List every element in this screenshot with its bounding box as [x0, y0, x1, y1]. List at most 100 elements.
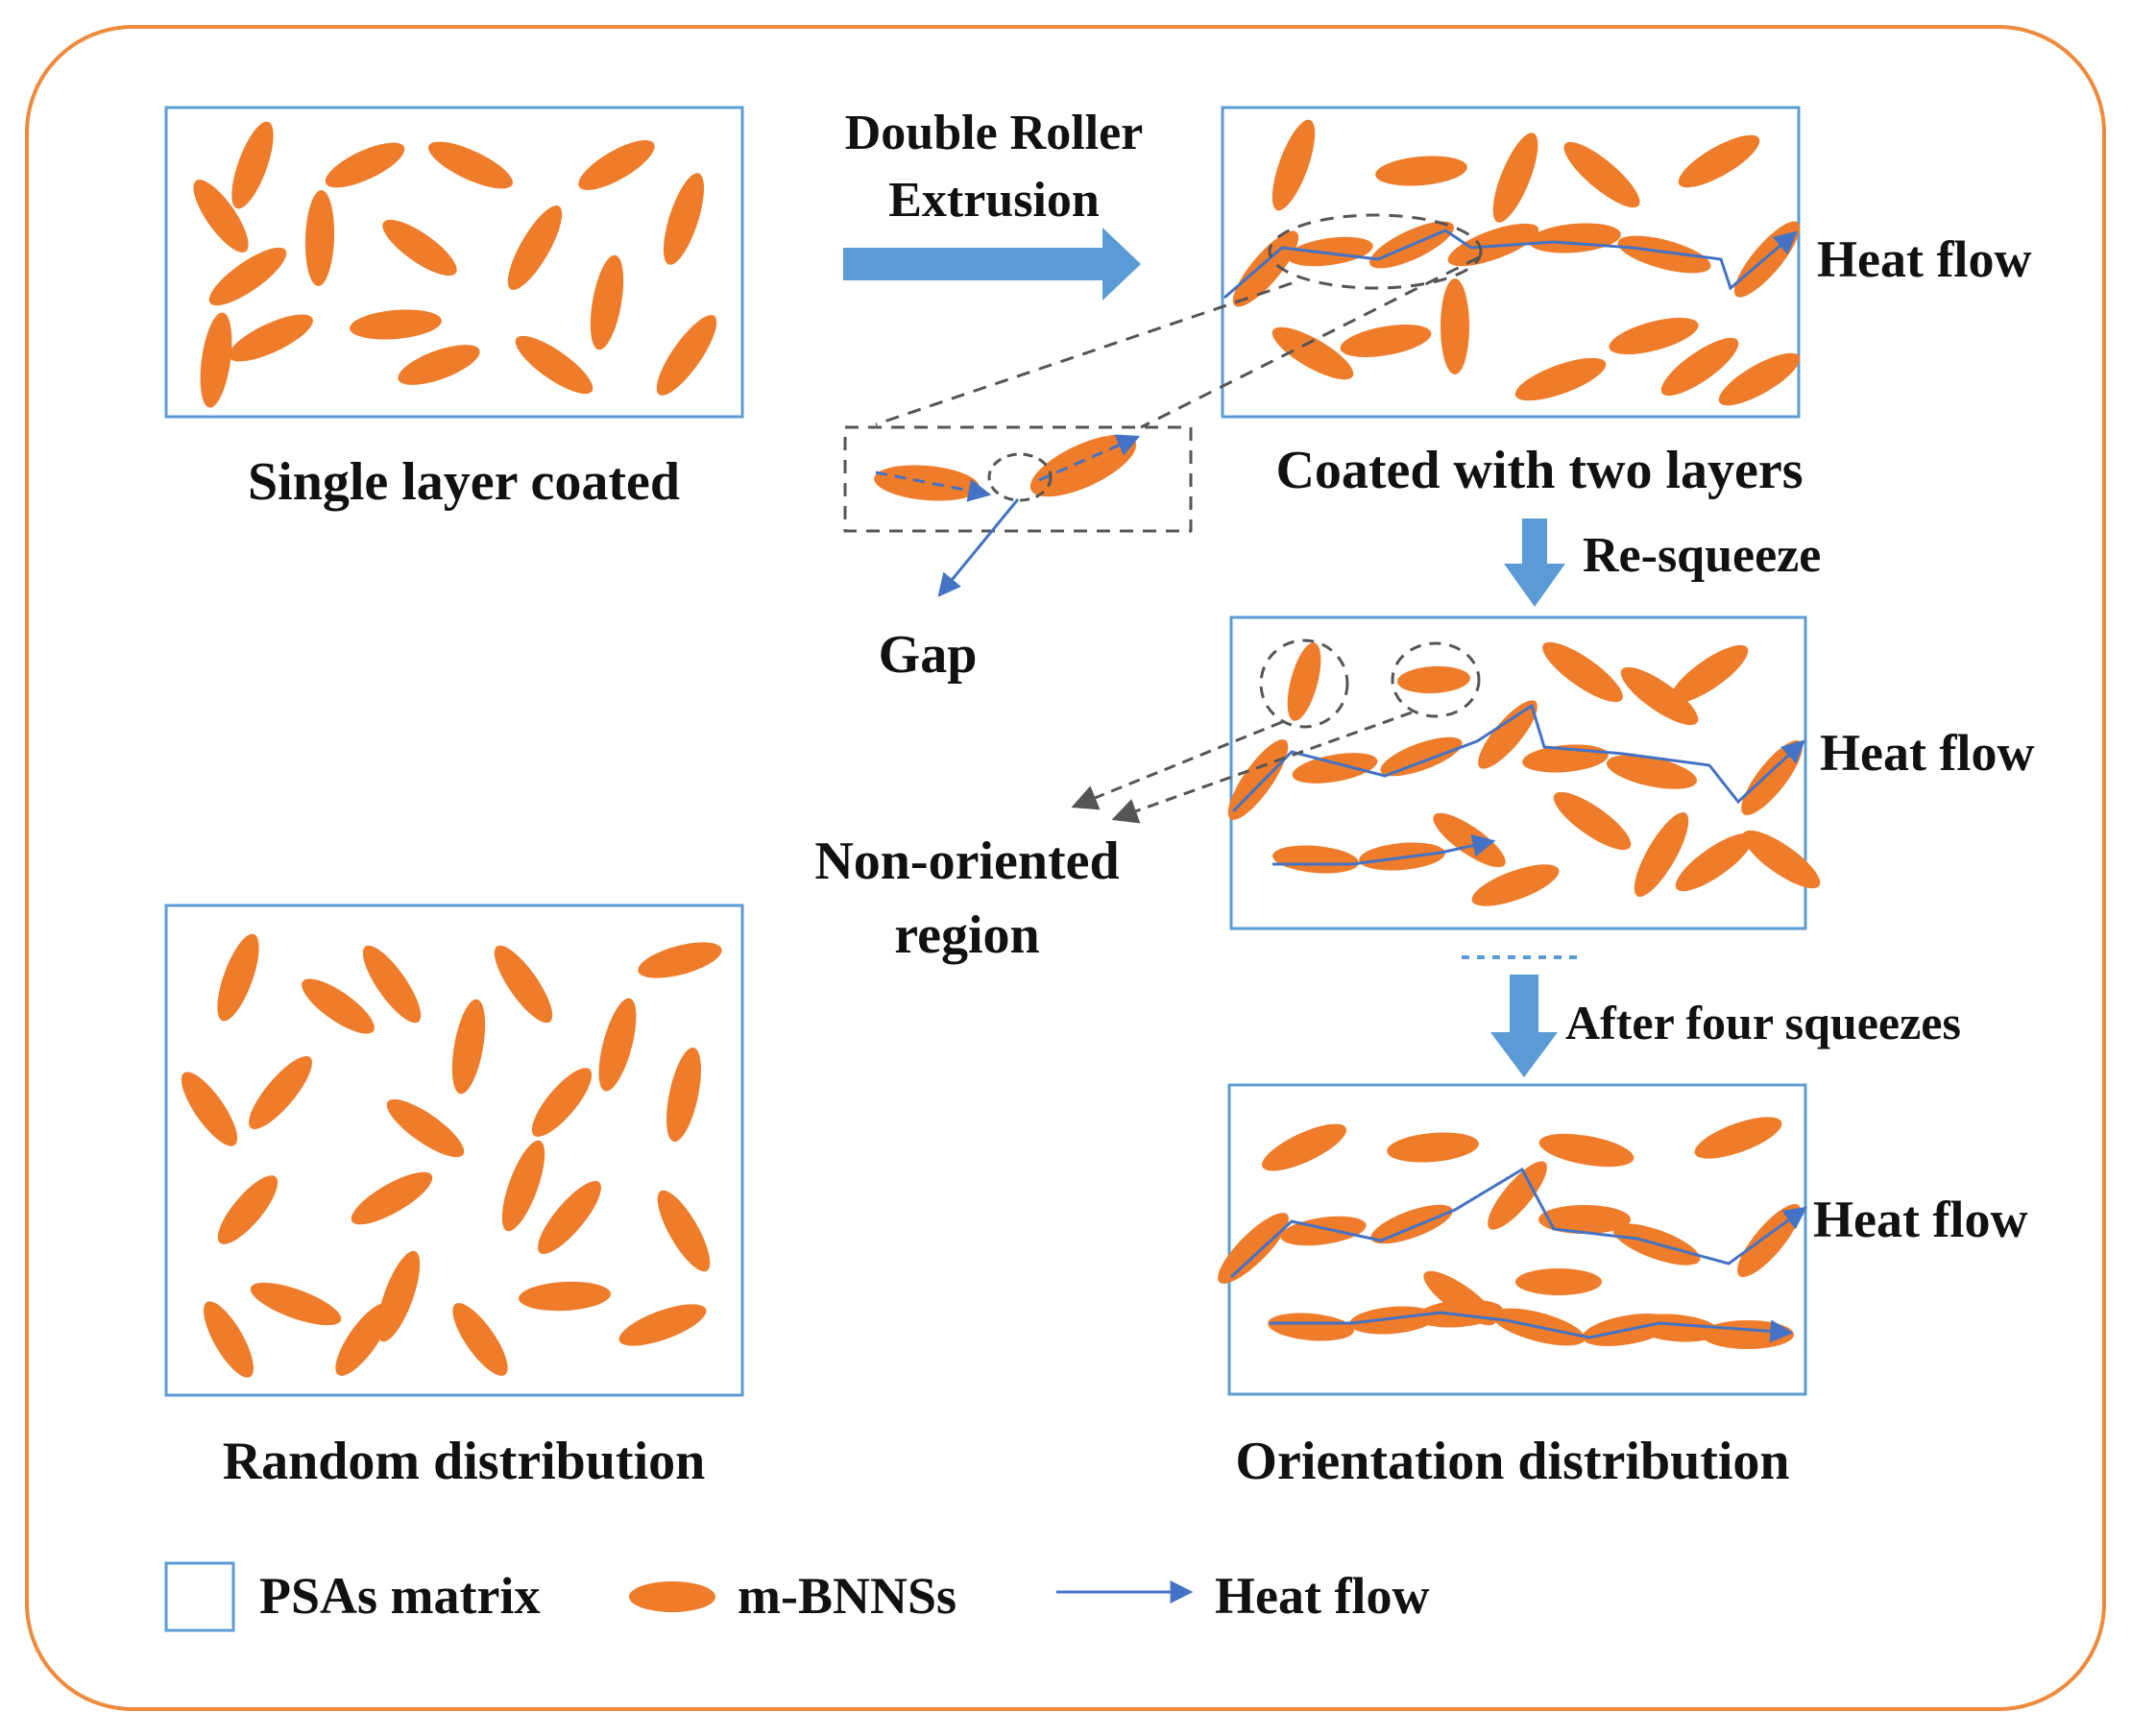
- heat-flow-label-2: Heat flow: [1820, 724, 2034, 782]
- bn-flake: [1292, 753, 1378, 784]
- bn-flake: [1218, 1213, 1289, 1284]
- bn-flake: [362, 945, 422, 1024]
- bn-flake: [656, 315, 717, 396]
- bn-flake: [1529, 223, 1621, 253]
- bn-flake: [1268, 1313, 1354, 1341]
- bn-flake: [1478, 700, 1538, 769]
- non-oriented-pointer-2: [1111, 711, 1413, 824]
- bn-flake: [1733, 221, 1801, 298]
- re-squeeze-arrow: [1504, 518, 1565, 607]
- flakes-single-layer: [193, 121, 717, 408]
- bn-flake: [398, 345, 480, 385]
- bn-flake: [1029, 434, 1137, 497]
- bn-flake: [1514, 357, 1607, 401]
- flakes-two-layers: [1232, 119, 1801, 406]
- caption-single-layer: Single layer coated: [248, 452, 680, 512]
- bn-flake: [1380, 736, 1463, 777]
- bn-flake: [229, 314, 313, 362]
- heat-flow-label-1: Heat flow: [1817, 230, 2031, 288]
- after-four-squeezes-label: After four squeezes: [1565, 996, 1961, 1049]
- bn-flake: [1606, 755, 1698, 789]
- non-oriented-circle-1: [1259, 639, 1349, 729]
- bn-flake: [1272, 845, 1359, 874]
- zoom-heat-arrow-1: [875, 470, 992, 502]
- bn-flake: [1492, 133, 1538, 223]
- heat-path-orientation-lower: [1270, 1311, 1794, 1343]
- bn-flake: [452, 1303, 508, 1376]
- bn-flake: [1232, 230, 1299, 307]
- gap-circle: [987, 452, 1053, 502]
- bn-flake: [1633, 1314, 1719, 1342]
- bn-flake: [538, 1180, 601, 1255]
- bn-flake: [1538, 1133, 1635, 1168]
- bn-flake: [1488, 1161, 1547, 1230]
- legend-matrix-label: PSAs matrix: [259, 1567, 540, 1625]
- bn-flake: [501, 1140, 545, 1232]
- after-four-squeezes-arrow: [1490, 975, 1558, 1077]
- bn-flake: [1271, 119, 1316, 211]
- bn-flake: [1387, 1132, 1479, 1163]
- bn-flake: [181, 1072, 238, 1146]
- bn-flake: [1675, 832, 1754, 892]
- flakes-gap-zoom: [874, 434, 1137, 501]
- bn-flake: [1553, 791, 1632, 851]
- bn-flake: [302, 978, 375, 1034]
- heat-path-re-squeeze-upper: [1231, 703, 1805, 813]
- bn-flake: [494, 945, 553, 1024]
- legend: PSAs matrix m-BNNSs Heat flow: [164, 1561, 1429, 1632]
- bn-flake: [1563, 141, 1640, 208]
- non-oriented-label-line2: region: [894, 905, 1039, 965]
- bn-flake: [1660, 337, 1739, 397]
- bn-flake: [1542, 641, 1623, 703]
- bn-flake: [351, 1171, 433, 1225]
- zoom-line-right: [1140, 255, 1480, 429]
- bn-flake: [1678, 134, 1760, 188]
- bn-flake: [1397, 665, 1470, 694]
- legend-matrix-swatch: [164, 1561, 235, 1632]
- heat-path-re-squeeze-lower: [1272, 833, 1496, 866]
- bn-flake: [1617, 235, 1711, 274]
- bn-flake: [386, 1098, 465, 1158]
- heat-path-two-layers: [1223, 229, 1798, 300]
- bn-flake: [1634, 812, 1689, 897]
- bn-flake: [1441, 278, 1469, 374]
- bn-flake: [666, 1047, 701, 1143]
- bn-flake: [1609, 317, 1699, 355]
- bn-flake: [428, 141, 513, 189]
- bn-flake: [335, 1303, 391, 1376]
- bn-flake: [451, 999, 486, 1095]
- bn-flake: [1271, 326, 1354, 380]
- bn-flake: [1262, 1123, 1346, 1171]
- bn-flake: [1287, 236, 1373, 267]
- bn-flake: [618, 1304, 707, 1346]
- bn-flake: [1538, 1205, 1631, 1234]
- flakes-orientation: [1218, 1117, 1801, 1349]
- bn-flake: [249, 1055, 312, 1130]
- panel-re-squeeze: [1229, 615, 1807, 930]
- bn-flake: [1340, 325, 1432, 357]
- panel-orientation: [1227, 1083, 1807, 1396]
- bn-flake: [1433, 812, 1506, 868]
- bn-flake: [325, 142, 405, 188]
- caption-orientation: Orientation distribution: [1235, 1432, 1789, 1491]
- bn-flake: [874, 465, 980, 501]
- bn-flake: [663, 173, 705, 265]
- bn-flake: [1375, 156, 1467, 186]
- bn-flake: [204, 1301, 254, 1378]
- bn-flake: [519, 1281, 611, 1312]
- bn-flake: [657, 1190, 711, 1272]
- bn-flake: [208, 247, 287, 306]
- bn-flake: [1670, 644, 1749, 704]
- process-label-line2: Extrusion: [888, 173, 1100, 228]
- bn-flake: [250, 1282, 342, 1326]
- bn-flake: [350, 309, 442, 340]
- bn-flake: [193, 180, 249, 253]
- bn-flake: [515, 335, 593, 395]
- bn-flake: [1718, 352, 1801, 406]
- bn-flake: [598, 998, 637, 1092]
- bn-flake: [1737, 1203, 1801, 1278]
- bn-flake: [217, 1175, 278, 1244]
- legend-filler-label: m-BNNSs: [738, 1567, 957, 1625]
- flakes-random: [181, 933, 722, 1378]
